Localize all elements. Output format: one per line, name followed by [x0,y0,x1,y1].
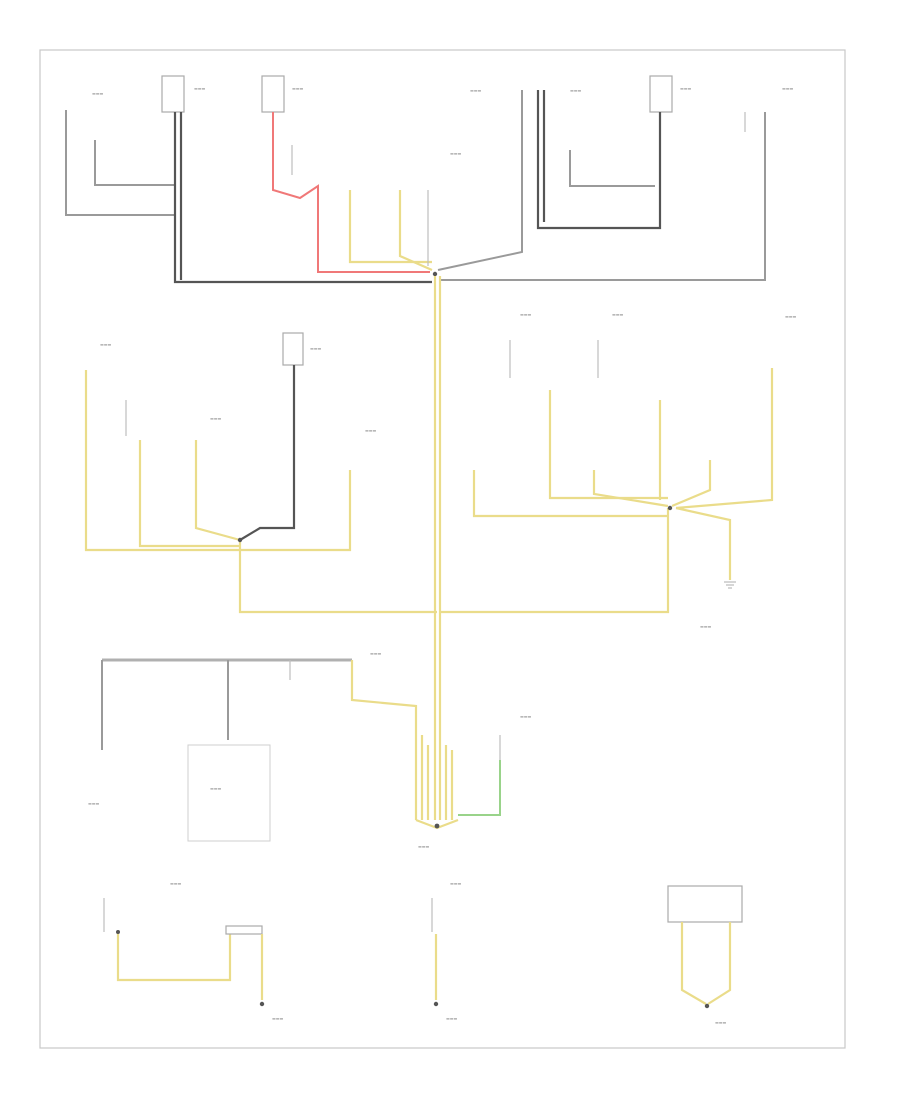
component-label: ▬▬▬ [310,346,322,351]
component-label: ▬▬▬ [194,86,206,91]
wire-yellow [707,922,732,1005]
bottom-section: ▬▬▬ ▬▬▬ ▬▬▬ ▬▬▬ ▬▬▬ [103,881,743,1025]
wire-yellow [472,470,668,518]
component-label: ▬▬▬ [88,801,100,806]
wire-yellow [348,190,432,264]
wire-yellow [675,368,774,510]
splice-point [237,537,243,543]
wire-gray [437,90,523,271]
ground-symbol [724,581,736,589]
ground-point [259,1001,265,1007]
component-label: ▬▬▬ [446,1016,458,1021]
wire-yellow [548,390,668,500]
ground-point [704,1003,710,1009]
component-label: ▬▬▬ [785,314,797,319]
wire-yellow [116,932,232,982]
component-label: ▬▬▬ [210,786,222,791]
component-label: ▬▬▬ [520,714,532,719]
wire-yellow [440,508,670,614]
top-section: ▬▬▬ ▬▬▬ ▬▬▬ ▬▬▬ ▬▬▬ ▬▬▬ ▬▬▬ ▬▬▬ [65,75,794,284]
middle-left-section: ▬▬▬ ▬▬▬ ▬▬▬ ▬▬▬ [84,332,437,614]
wire-yellow [194,440,241,542]
component-label: ▬▬▬ [782,86,794,91]
wire-yellow [84,370,352,552]
wire-gray [569,150,655,187]
ground-point [116,930,120,934]
splice-point [432,271,438,277]
component-label: ▬▬▬ [365,428,377,433]
lower-center-section: ▬▬▬ ▬▬▬ ▬▬▬ ▬▬▬ ▬▬▬ [88,651,532,849]
component-label: ▬▬▬ [612,312,624,317]
wire-yellow [671,460,712,508]
wire-yellow [138,440,240,548]
component-label: ▬▬▬ [520,312,532,317]
middle-right-section: ▬▬▬ ▬▬▬ ▬▬▬ ▬▬▬ [440,312,797,629]
splice-point [667,505,673,511]
component-label: ▬▬▬ [418,844,430,849]
component-label: ▬▬▬ [100,342,112,347]
component-label: ▬▬▬ [570,88,582,93]
component-label: ▬▬▬ [450,881,462,886]
component-label: ▬▬▬ [370,651,382,656]
component-label: ▬▬▬ [715,1020,727,1025]
wire-yellow [238,540,437,614]
component-box [261,75,285,113]
wire-gray [440,112,766,281]
component-label: ▬▬▬ [700,624,712,629]
wire-yellow [398,190,433,272]
wire-red [272,112,430,273]
wire-yellow [350,660,418,820]
wire-gray [65,110,175,216]
component-label: ▬▬▬ [680,86,692,91]
wire-gray [94,140,175,186]
component-label: ▬▬▬ [272,1016,284,1021]
component-box [282,332,304,366]
wire-dark [239,365,296,541]
wire-yellow [680,922,707,1005]
component-box [649,75,673,113]
component-label: ▬▬▬ [210,416,222,421]
wire-yellow [592,470,669,508]
wire-dark [536,90,662,230]
wire-dark [173,112,432,284]
component-box [667,885,743,923]
component-label: ▬▬▬ [470,88,482,93]
wire-yellow [675,506,732,580]
component-label: ▬▬▬ [92,91,104,96]
component-label: ▬▬▬ [292,86,304,91]
component-box [161,75,185,113]
ground-point [434,823,440,829]
component-label: ▬▬▬ [450,151,462,156]
ground-point [433,1001,439,1007]
module-box [187,744,271,842]
wire-green [458,760,501,816]
diagram-frame [39,49,846,1049]
connector [225,925,263,935]
component-label: ▬▬▬ [170,881,182,886]
